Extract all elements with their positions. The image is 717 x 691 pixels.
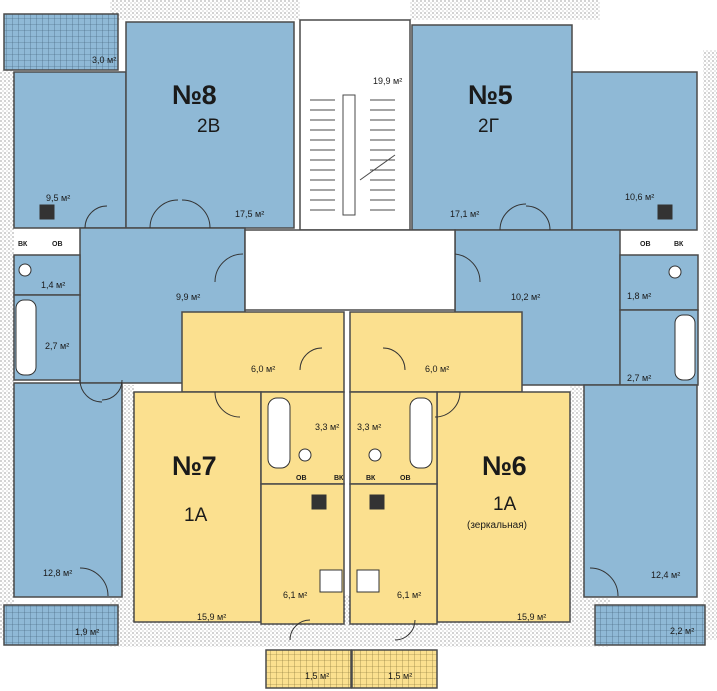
area-label: 1,5 м² [388,671,413,681]
fixture-vk-label: ВК [334,475,344,482]
fixture-vk-label: ВК [674,241,684,248]
area-label: 6,0 м² [425,364,450,374]
room2-8 [13,382,123,598]
apartment-7 [133,311,352,689]
area-label: 2,7 м² [627,373,652,383]
apartment-type-8: 2В [197,116,221,137]
room-8 [125,21,295,229]
apartment-number-7: №7 [172,451,217,481]
area-label: 12,8 м² [43,568,73,578]
apartment-type-5: 2Г [478,116,499,137]
balcony-6 [351,649,438,689]
apartment-type-7: 1А [184,505,208,526]
area-label: 15,9 м² [197,612,227,622]
wc-5 [619,254,699,311]
area-label: 17,1 м² [450,209,480,219]
area-label: 12,4 м² [651,570,681,580]
apartment-number-8: №8 [172,80,217,110]
balcony2-8 [3,604,119,646]
area-label: 3,3 м² [357,422,382,432]
area-label: 2,7 м² [45,341,70,351]
fixture-vk-label: ВК [366,475,376,482]
area-label: 6,0 м² [251,364,276,374]
area-label: 3,0 м² [92,55,117,65]
area-label: 9,5 м² [46,193,71,203]
area-label: 9,9 м² [176,292,201,302]
hall-7 [181,311,345,393]
apartment-5 [411,24,706,646]
area-label: 19,9 м² [373,76,403,86]
area-label: 1,9 м² [75,627,100,637]
kitchen-7 [260,483,345,625]
fixture-ov-label: ОВ [296,475,307,482]
apartment-number-6: №6 [482,451,527,481]
kitchen-8 [13,71,127,229]
balcony2-5 [594,604,706,646]
hall-6 [349,311,523,393]
area-label: 2,2 м² [670,626,695,636]
doors [79,199,619,641]
room-5 [411,24,573,231]
area-label: 6,1 м² [397,590,422,600]
area-label: 3,3 м² [315,422,340,432]
room-7 [133,391,262,623]
area-label: 15,9 м² [517,612,547,622]
fixture-ov-label: ОВ [400,475,411,482]
room-6 [436,391,571,623]
area-label: 1,5 м² [305,671,330,681]
stair-core [244,19,456,311]
fixture-ov-label: ОВ [640,241,651,248]
balcony-7 [265,649,352,689]
area-label: 1,8 м² [627,291,652,301]
apartment-type-6: 1А [493,494,517,515]
fixture-vk-label: ВК [18,241,28,248]
kitchen-6 [349,483,438,625]
apartment-number-5: №5 [468,80,513,110]
kitchen-5 [571,71,698,231]
room2-5 [583,384,698,598]
area-label: 10,6 м² [625,192,655,202]
fixtures [15,204,696,593]
area-label: 10,2 м² [511,292,541,302]
apartment-6 [349,311,571,689]
area-label: 17,5 м² [235,209,265,219]
area-label: 1,4 м² [41,280,66,290]
area-label: 6,1 м² [283,590,308,600]
fixture-ov-label: ОВ [52,241,63,248]
apartment-note-6: (зеркальная) [467,520,527,531]
